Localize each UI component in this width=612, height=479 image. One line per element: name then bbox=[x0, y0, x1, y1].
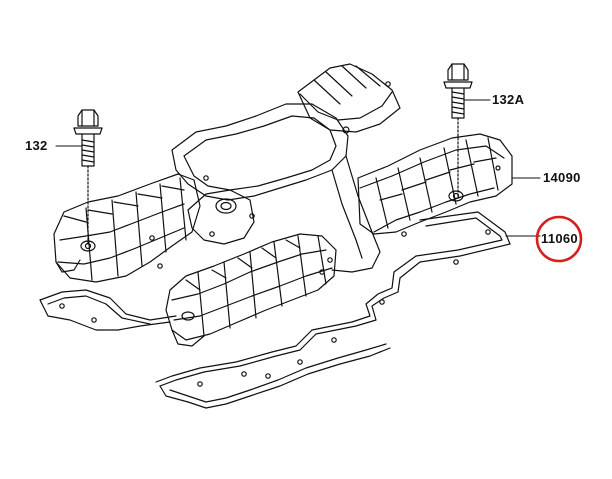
label-132: 132 bbox=[25, 138, 48, 153]
leader-lines bbox=[55, 99, 541, 237]
bolt-132 bbox=[73, 109, 103, 245]
highlight-circle-11060 bbox=[535, 215, 583, 263]
bolt-132a bbox=[443, 63, 473, 197]
cylinder-head-cover-14090 bbox=[53, 63, 513, 347]
gasket-outline-11060 bbox=[39, 211, 511, 409]
label-11060: 11060 bbox=[541, 231, 578, 246]
label-132a: 132A bbox=[492, 92, 525, 107]
label-14090: 14090 bbox=[543, 170, 581, 185]
